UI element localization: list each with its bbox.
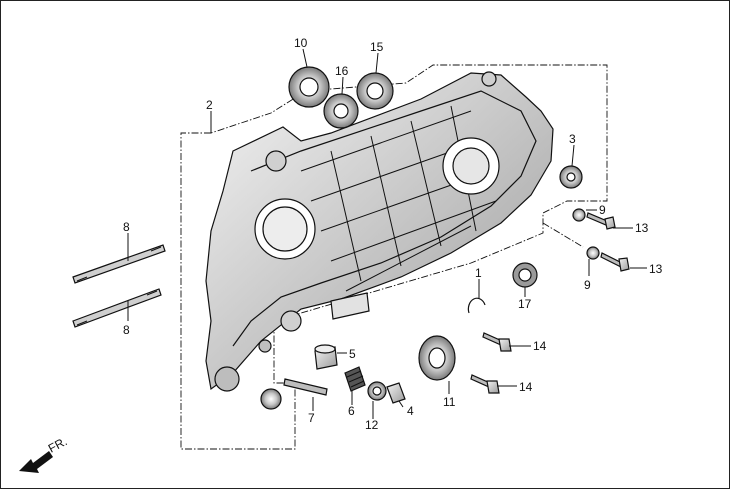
label-part-11: 11 bbox=[443, 395, 456, 409]
label-part-5: 5 bbox=[349, 347, 356, 361]
bushing-3 bbox=[559, 165, 583, 189]
leader-lines bbox=[127, 48, 647, 419]
front-arrow-icon bbox=[19, 451, 53, 473]
circlip-1 bbox=[467, 297, 486, 314]
bolt-13-upper bbox=[586, 212, 616, 230]
label-part-4: 4 bbox=[407, 404, 414, 418]
label-part-13-upper: 13 bbox=[635, 221, 649, 235]
label-part-6: 6 bbox=[348, 404, 355, 418]
stud-8-upper bbox=[72, 244, 166, 284]
front-direction-indicator: FR. bbox=[19, 434, 69, 473]
label-part-3: 3 bbox=[569, 132, 576, 146]
label-part-8-lower: 8 bbox=[123, 323, 130, 337]
washer-12 bbox=[367, 381, 387, 401]
cap-5 bbox=[314, 344, 338, 370]
bearing-10 bbox=[288, 66, 330, 108]
left-crankcase bbox=[205, 71, 554, 392]
bearing-15 bbox=[356, 72, 394, 110]
label-part-9-upper: 9 bbox=[599, 203, 606, 217]
label-part-14-lower: 14 bbox=[519, 380, 533, 394]
assembly-group-outline-branch bbox=[542, 222, 584, 248]
label-part-17: 17 bbox=[518, 297, 532, 311]
label-part-14-upper: 14 bbox=[533, 339, 547, 353]
bearing-11 bbox=[418, 335, 456, 381]
label-part-2: 2 bbox=[206, 98, 213, 112]
label-part-12: 12 bbox=[365, 418, 379, 432]
bolt-14-lower bbox=[470, 374, 500, 394]
bearing-16 bbox=[323, 93, 359, 129]
washer-9-lower bbox=[586, 246, 600, 260]
label-part-10: 10 bbox=[294, 36, 308, 50]
plug-4 bbox=[386, 382, 406, 404]
oil-seal-17 bbox=[512, 262, 538, 288]
washer-9-upper bbox=[572, 208, 586, 222]
label-part-1: 1 bbox=[475, 266, 482, 280]
spring-6 bbox=[344, 366, 366, 392]
stud-8-lower bbox=[72, 288, 162, 328]
label-part-15: 15 bbox=[370, 40, 384, 54]
label-part-7: 7 bbox=[308, 411, 315, 425]
label-part-13-lower: 13 bbox=[649, 262, 663, 276]
bolt-14-upper bbox=[482, 332, 512, 352]
label-part-9-lower: 9 bbox=[584, 278, 591, 292]
bolt-13-lower bbox=[600, 252, 630, 272]
shaft-7 bbox=[260, 378, 328, 410]
label-part-16: 16 bbox=[335, 64, 349, 78]
label-part-8-upper: 8 bbox=[123, 220, 130, 234]
